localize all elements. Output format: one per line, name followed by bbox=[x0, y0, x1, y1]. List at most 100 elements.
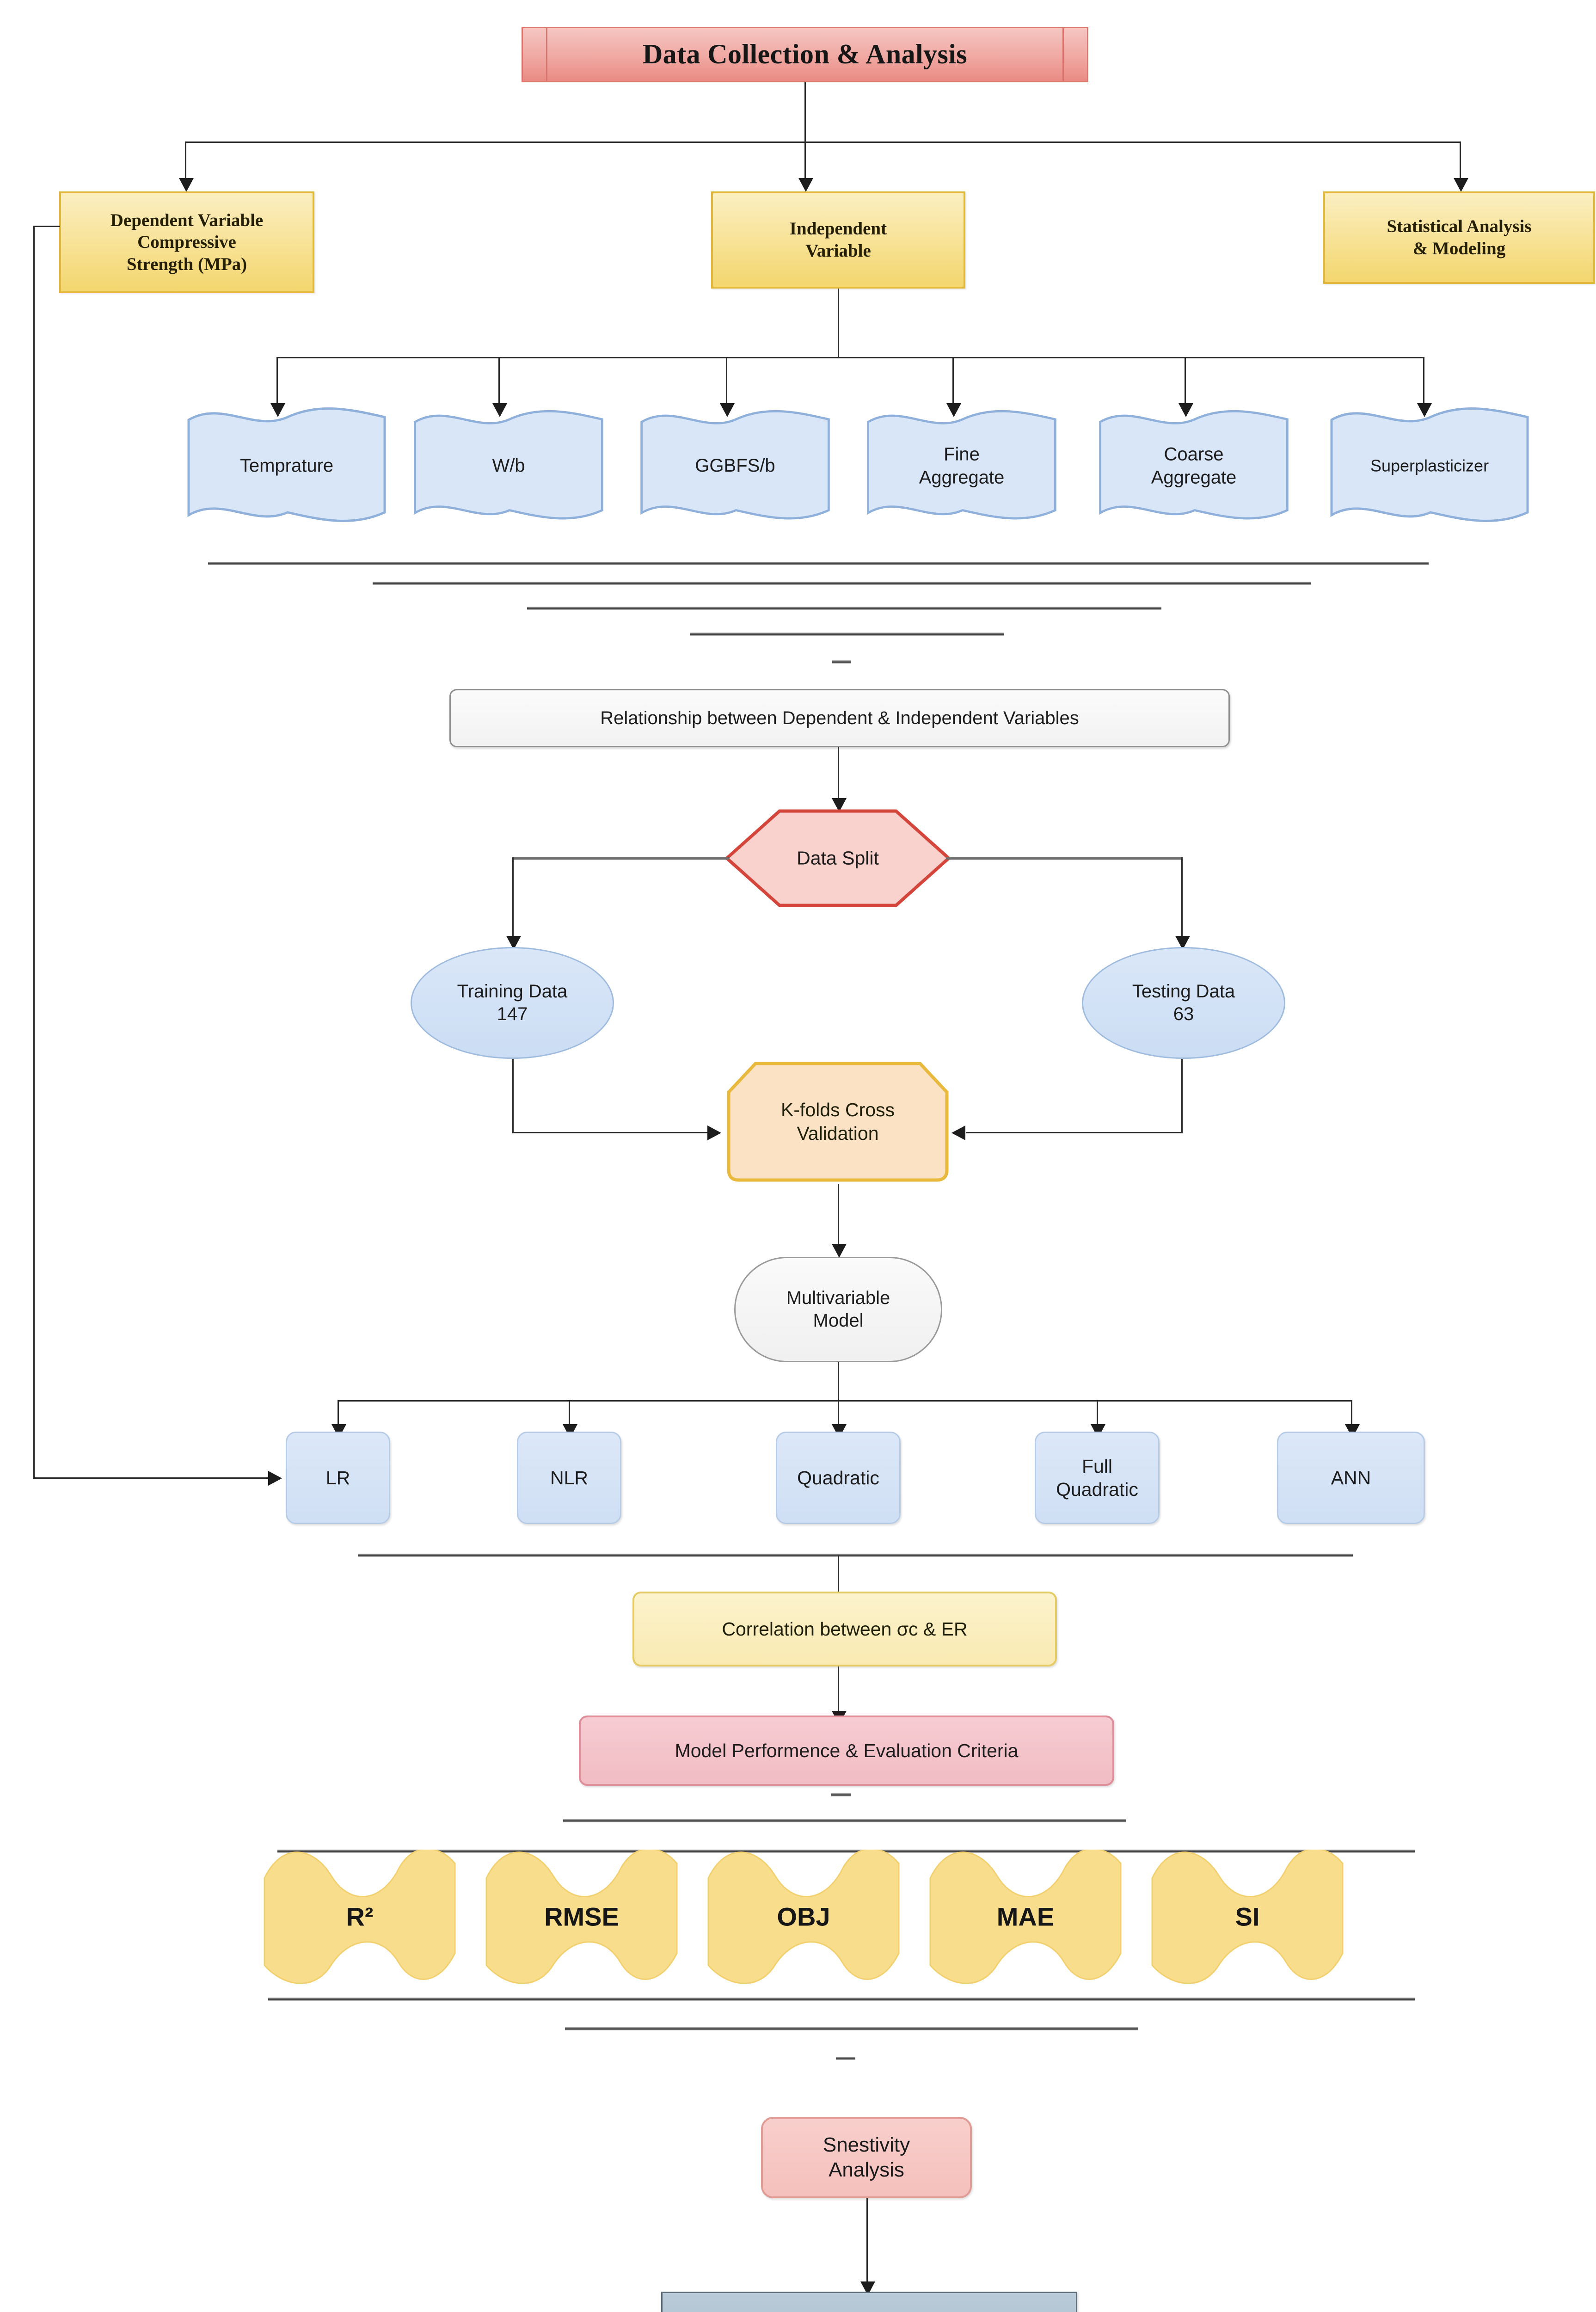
feedback-bottom-segment bbox=[33, 1477, 270, 1479]
statistical-analysis-box: Statistical Analysis & Modeling bbox=[1323, 191, 1595, 284]
connector-level2-bus bbox=[185, 141, 1460, 143]
variable-shape-ggbfs: GGBFS/b bbox=[638, 403, 832, 529]
connector-to-lr bbox=[338, 1400, 339, 1428]
connector-to-ggbfs bbox=[726, 357, 727, 406]
connector-merge-to-correlation bbox=[838, 1556, 839, 1602]
model-box-full-quadratic: Full Quadratic bbox=[1035, 1432, 1160, 1524]
model-box-lr: LR bbox=[286, 1432, 390, 1524]
metric-shape-r2: R² bbox=[262, 1848, 458, 1984]
wavy-shape-icon bbox=[187, 407, 386, 522]
connector-relationship-to-split bbox=[838, 747, 839, 803]
dependent-variable-box: Dependent Variable Compressive Strength … bbox=[59, 191, 314, 293]
model-label-full-quadratic: Full Quadratic bbox=[1056, 1455, 1138, 1500]
variable-shape-temprature: Temprature bbox=[185, 403, 388, 529]
arrowhead-kfolds-left bbox=[707, 1125, 721, 1140]
connector-split-right-down bbox=[1181, 857, 1183, 941]
metric-shape-rmse: RMSE bbox=[484, 1848, 680, 1984]
connector-to-independent bbox=[804, 141, 806, 181]
arrowhead-to-dependent bbox=[179, 178, 194, 192]
connector-title-down bbox=[804, 82, 806, 142]
performance-label: Model Performence & Evaluation Criteria bbox=[675, 1740, 1019, 1761]
correlation-box: Correlation between σc & ER bbox=[632, 1592, 1057, 1666]
connector-to-coarse-aggregate bbox=[1185, 357, 1186, 406]
sensitivity-analysis-label: Snestivity Analysis bbox=[823, 2134, 910, 2181]
connector-sensitivity-to-output bbox=[866, 2198, 868, 2286]
title-box: Data Collection & Analysis bbox=[522, 27, 1088, 82]
wavy-shape-icon bbox=[1330, 407, 1529, 522]
sensitivity-analysis-box: Snestivity Analysis bbox=[761, 2117, 972, 2198]
connector-to-ann bbox=[1351, 1400, 1352, 1428]
testing-data-ellipse: Testing Data 63 bbox=[1082, 947, 1285, 1059]
relationship-box: Relationship between Dependent & Indepen… bbox=[449, 689, 1230, 747]
independent-variable-label: Independent Variable bbox=[789, 219, 887, 261]
arrowhead-to-independent bbox=[798, 178, 813, 192]
merge-line-2 bbox=[373, 582, 1311, 585]
connector-to-nlr bbox=[569, 1400, 570, 1428]
metric-shape-obj: OBJ bbox=[706, 1848, 902, 1984]
independent-variable-box: Independent Variable bbox=[711, 191, 965, 289]
connector-correlation-to-performance bbox=[838, 1666, 839, 1716]
connector-to-wb bbox=[498, 357, 500, 406]
wavy-shape-icon bbox=[1099, 410, 1289, 520]
connector-testing-left bbox=[966, 1132, 1183, 1133]
arrowhead-to-multivariable bbox=[832, 1244, 847, 1258]
wavy-shape-icon bbox=[414, 410, 603, 520]
title-divider-right bbox=[1062, 28, 1064, 81]
model-box-ann: ANN bbox=[1277, 1432, 1425, 1524]
octagon-shape-icon bbox=[727, 1062, 949, 1182]
wavy-shape-icon bbox=[707, 1848, 900, 1984]
variable-shape-superplasticizer: Superplasticizer bbox=[1328, 403, 1531, 529]
merge-line-3 bbox=[527, 607, 1161, 610]
merge-line-4 bbox=[690, 633, 1004, 636]
connector-models-bus bbox=[338, 1400, 1351, 1402]
model-label-lr: LR bbox=[325, 1467, 350, 1488]
model-label-quadratic: Quadratic bbox=[797, 1467, 879, 1488]
metric-shape-mae: MAE bbox=[927, 1848, 1123, 1984]
title-divider-left bbox=[546, 28, 547, 81]
wavy-shape-icon bbox=[1151, 1848, 1344, 1984]
models-output-label: Models Output bbox=[776, 2309, 962, 2312]
feedback-vertical-segment bbox=[33, 226, 35, 1479]
connector-variables-bus bbox=[276, 357, 1423, 358]
feedback-top-segment bbox=[33, 226, 60, 227]
arrowhead-to-ggbfs bbox=[720, 403, 735, 417]
dependent-variable-label: Dependent Variable Compressive Strength … bbox=[110, 210, 264, 274]
model-box-nlr: NLR bbox=[517, 1432, 621, 1524]
arrowhead-to-wb bbox=[492, 403, 507, 417]
multivariable-model-box: Multivariable Model bbox=[734, 1257, 942, 1362]
arrowhead-to-fine-aggregate bbox=[946, 403, 961, 417]
connector-split-right bbox=[946, 857, 1183, 860]
connector-to-superplasticizer bbox=[1423, 357, 1424, 406]
wavy-shape-icon bbox=[640, 410, 830, 520]
sensitivity-merge-line-3 bbox=[836, 2057, 855, 2060]
arrowhead-feedback-to-lr bbox=[268, 1471, 282, 1486]
statistical-analysis-label: Statistical Analysis & Modeling bbox=[1387, 216, 1532, 258]
metric-shape-si: SI bbox=[1149, 1848, 1345, 1984]
connector-to-dependent bbox=[185, 141, 186, 181]
variable-shape-wb: W/b bbox=[411, 403, 606, 529]
correlation-label: Correlation between σc & ER bbox=[722, 1618, 968, 1640]
training-data-ellipse: Training Data 147 bbox=[411, 947, 614, 1059]
sensitivity-merge-line-2 bbox=[565, 2027, 1138, 2030]
connector-to-temprature bbox=[276, 357, 278, 406]
connector-multivariable-down bbox=[838, 1362, 839, 1401]
merge-line-5 bbox=[832, 660, 851, 664]
variable-shape-coarse-aggregate: Coarse Aggregate bbox=[1097, 403, 1291, 529]
sensitivity-merge-line-1 bbox=[268, 1998, 1415, 2001]
cross-validation-box: K-folds Cross Validation bbox=[725, 1060, 951, 1184]
models-output-box: Models Output bbox=[661, 2292, 1077, 2312]
data-split-label: Data Split bbox=[797, 847, 879, 869]
connector-to-statistical bbox=[1460, 141, 1461, 181]
metrics-fan-line-1 bbox=[831, 1793, 851, 1796]
variable-shape-fine-aggregate: Fine Aggregate bbox=[865, 403, 1059, 529]
title-label: Data Collection & Analysis bbox=[642, 39, 968, 70]
wavy-shape-icon bbox=[485, 1848, 678, 1984]
arrowhead-kfolds-right bbox=[951, 1125, 965, 1140]
wavy-shape-icon bbox=[264, 1848, 456, 1984]
testing-data-label: Testing Data 63 bbox=[1132, 981, 1235, 1024]
arrowhead-to-superplasticizer bbox=[1417, 403, 1432, 417]
metrics-fan-line-2 bbox=[563, 1819, 1126, 1822]
connector-to-quadratic bbox=[838, 1400, 839, 1428]
connector-kfolds-to-model bbox=[838, 1184, 839, 1248]
